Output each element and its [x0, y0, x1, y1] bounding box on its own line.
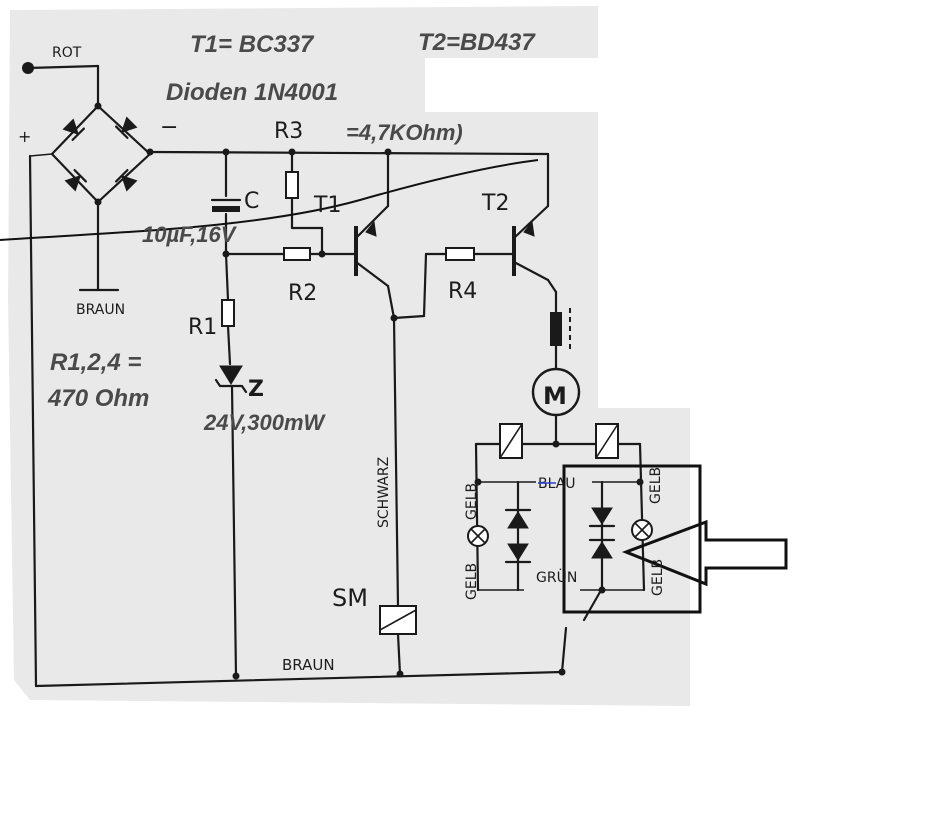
transistor-t2 — [512, 204, 550, 282]
label-braun-left: BRAUN — [76, 302, 125, 318]
diodes-right — [588, 507, 616, 559]
transistor-t1 — [354, 204, 390, 288]
sm-relay-coil — [379, 605, 417, 635]
motor-choke — [550, 308, 571, 350]
relay-coils — [499, 423, 619, 459]
lamp-right — [631, 519, 653, 541]
zener-diode — [214, 365, 248, 394]
annotation-cap-value: 10µF,16V — [142, 222, 238, 247]
label-blau: BLAU — [538, 476, 576, 492]
label-z: Z — [248, 377, 264, 402]
motor — [531, 367, 581, 417]
annotation-r124-line2: 470 Ohm — [47, 385, 149, 412]
label-plus: + — [18, 127, 31, 146]
highlight-box — [562, 464, 702, 614]
resistor-r2 — [283, 247, 311, 261]
resistor-r4 — [445, 247, 475, 261]
label-r2: R2 — [288, 281, 317, 306]
label-rot: ROT — [52, 45, 82, 61]
junction-dots — [22, 62, 644, 680]
lamp-left — [467, 525, 489, 547]
label-gelb-4: GELB — [650, 559, 666, 596]
annotation-dioden: Dioden 1N4001 — [166, 79, 338, 106]
resistor-r1 — [221, 299, 235, 327]
label-r4: R4 — [448, 279, 477, 304]
annotation-r124-line1: R1,2,4 = — [50, 349, 141, 376]
label-r3: R3 — [274, 119, 303, 144]
label-gelb-2: GELB — [464, 563, 480, 600]
annotation-zener-value: 24V,300mW — [203, 410, 327, 435]
label-t2: T2 — [481, 191, 509, 216]
resistor-r3 — [285, 171, 299, 199]
annotation-t2: T2=BD437 — [418, 29, 536, 56]
label-schwarz: SCHWARZ — [376, 457, 392, 528]
hand-drawn-line — [0, 159, 539, 241]
label-gelb-1: GELB — [464, 483, 480, 520]
diodes-left — [504, 508, 532, 564]
label-m: M — [543, 382, 567, 410]
annotation-t1: T1= BC337 — [190, 31, 315, 58]
wiring — [26, 64, 646, 688]
label-braun-bottom: BRAUN — [282, 656, 335, 674]
label-sm: SM — [332, 584, 368, 612]
label-gruen: GRÜN — [536, 568, 577, 586]
label-minus: − — [160, 115, 178, 140]
label-c: C — [244, 189, 259, 214]
paper-background — [8, 6, 690, 706]
label-r1: R1 — [188, 315, 217, 340]
label-t1: T1 — [313, 193, 341, 218]
annotation-r3-value: =4,7KOhm) — [346, 120, 463, 145]
capacitor-c — [210, 198, 242, 212]
label-gelb-3: GELB — [648, 467, 664, 504]
pointer-arrow — [621, 519, 788, 587]
bridge-rectifier — [62, 116, 138, 192]
